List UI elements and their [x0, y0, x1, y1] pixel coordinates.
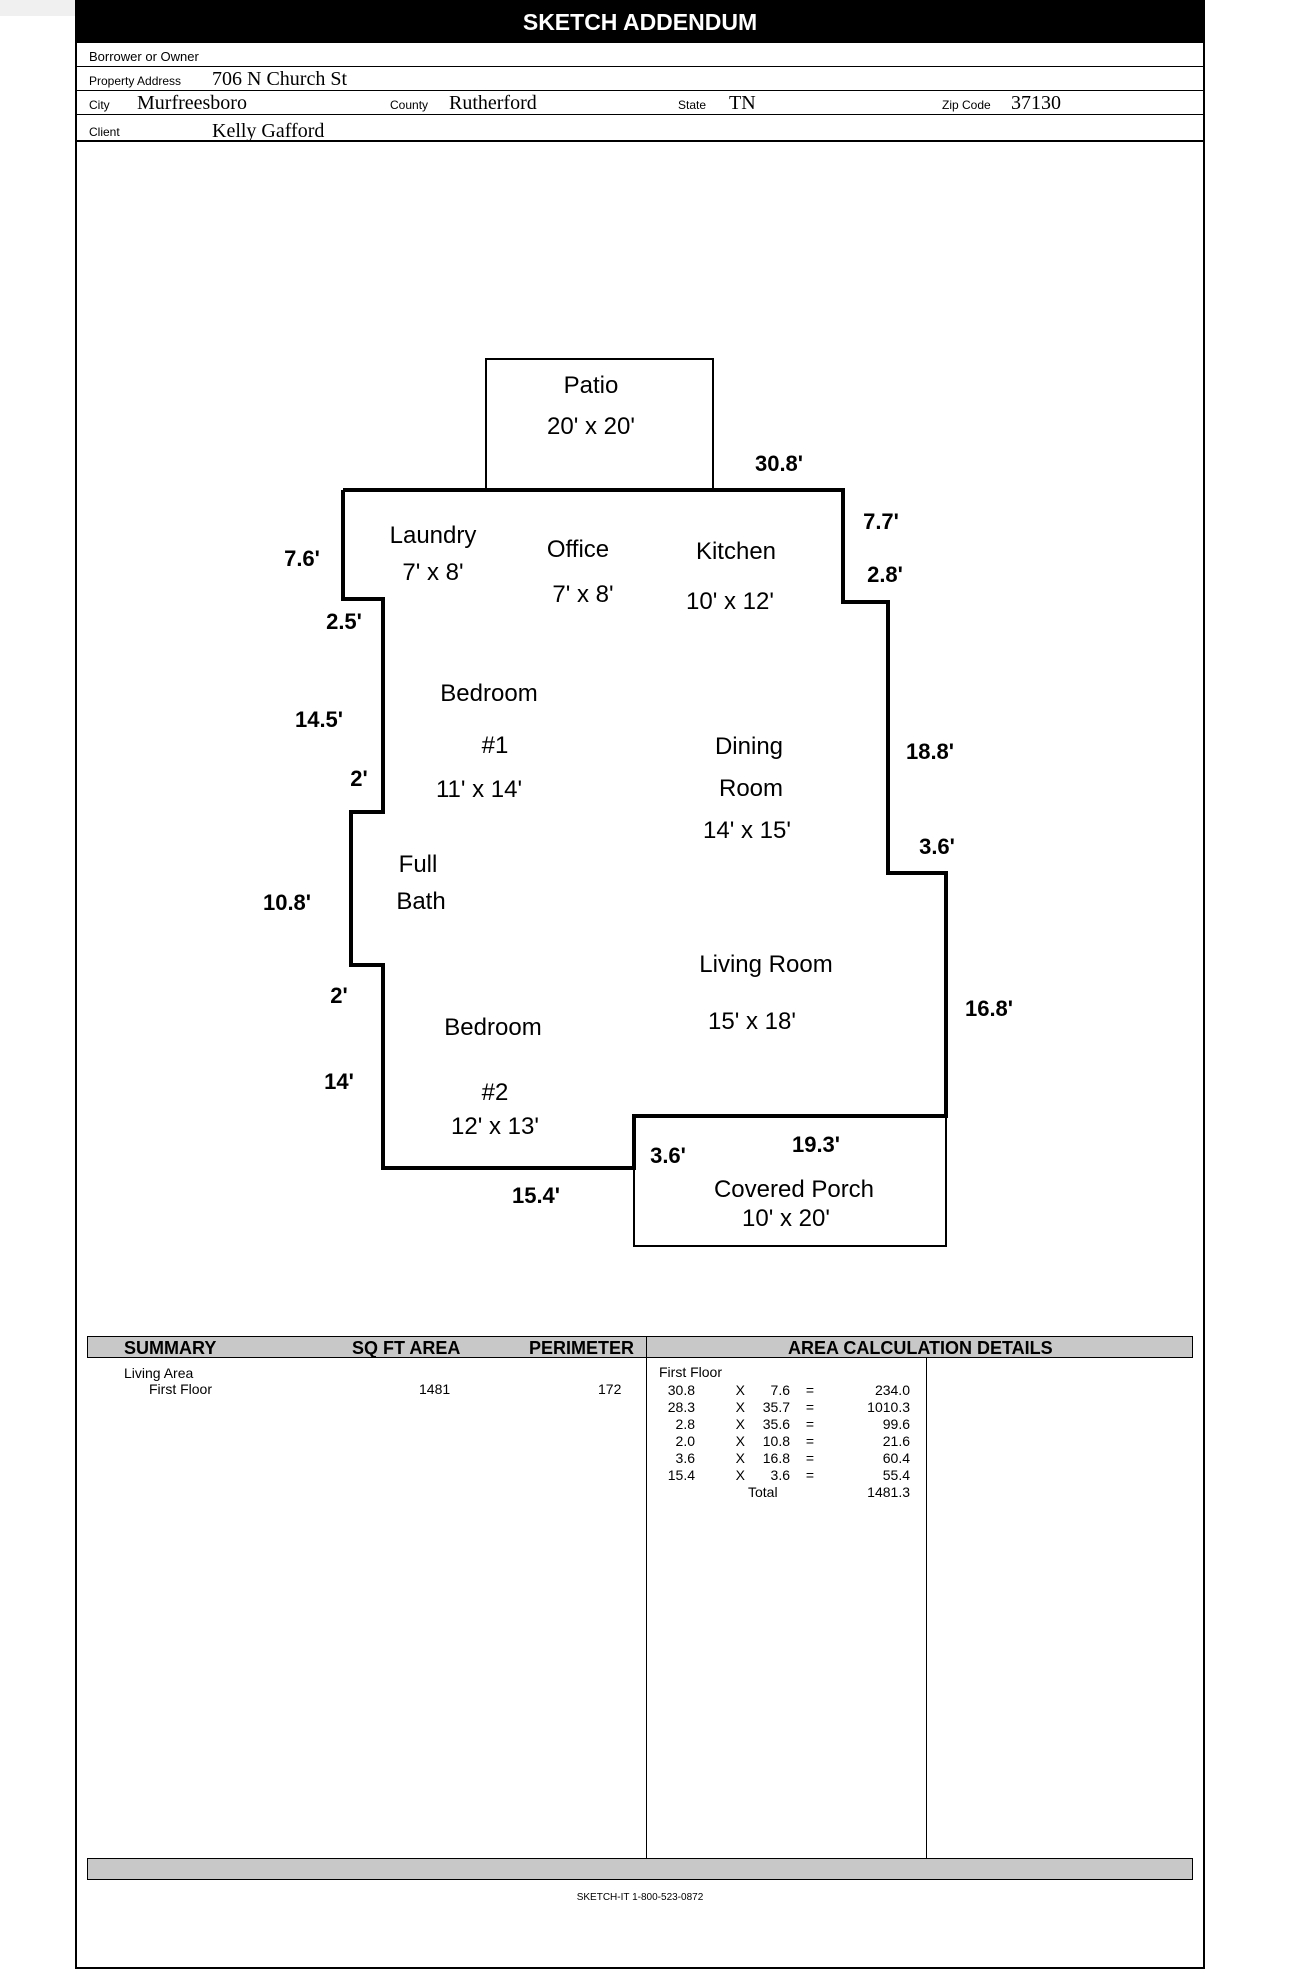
room-office-size: 7' x 8'	[552, 581, 613, 608]
page-title: SKETCH ADDENDUM	[77, 0, 1203, 43]
summary-col-area: SQ FT AREA	[352, 1338, 461, 1358]
header-divider	[77, 140, 1203, 142]
room-dining-size: 14' x 15'	[703, 817, 791, 844]
summary-header-bar: SUMMARY SQ FT AREA PERIMETER AREA CALCUL…	[87, 1336, 1193, 1358]
borrower-row: Borrower or Owner	[77, 43, 1203, 67]
client-value: Kelly Gafford	[212, 120, 325, 142]
client-row: Client Kelly Gafford	[77, 115, 1203, 142]
calc-total-value: 1481.3	[867, 1484, 910, 1500]
house-outline	[341, 488, 948, 1170]
address-row: Property Address 706 N Church St	[77, 67, 1203, 91]
summary-divider-2	[926, 1358, 927, 1859]
address-value: 706 N Church St	[212, 68, 347, 90]
summary-bottom-bar	[87, 1858, 1193, 1880]
city-value: Murfreesboro	[137, 92, 247, 114]
summary-living-area: Living Area	[124, 1365, 194, 1381]
room-porch: Covered Porch	[714, 1176, 874, 1203]
dim-left-top: 7.6'	[284, 546, 320, 571]
address-label: Property Address	[89, 74, 182, 88]
zip-value: 37130	[1011, 92, 1061, 114]
room-bath-1: Full	[399, 851, 438, 878]
room-bedroom2-size: 12' x 13'	[451, 1113, 539, 1140]
state-label: State	[678, 98, 707, 112]
room-living: Living Room	[699, 951, 832, 978]
county-label: County	[390, 98, 429, 112]
dim-right-step2: 3.6'	[919, 834, 955, 859]
details-heading: First Floor	[659, 1364, 722, 1380]
room-living-size: 15' x 18'	[708, 1008, 796, 1035]
room-bedroom2: Bedroom	[444, 1014, 541, 1041]
summary-perimeter-value: 172	[598, 1381, 622, 1397]
summary-section: SUMMARY SQ FT AREA PERIMETER AREA CALCUL…	[75, 0, 1205, 1969]
room-laundry: Laundry	[390, 522, 477, 549]
city-row: City Murfreesboro County Rutherford Stat…	[77, 91, 1203, 115]
room-laundry-size: 7' x 8'	[402, 559, 463, 586]
city-label: City	[89, 98, 110, 112]
summary-col-summary: SUMMARY	[124, 1338, 217, 1358]
room-patio-size: 20' x 20'	[547, 413, 635, 440]
borrower-label: Borrower or Owner	[89, 49, 199, 64]
dim-right-step: 2.8'	[867, 562, 903, 587]
dim-left-step2: 2'	[330, 983, 347, 1008]
room-porch-size: 10' x 20'	[742, 1205, 830, 1232]
dim-right-mid: 18.8'	[906, 739, 954, 764]
client-label: Client	[89, 125, 120, 139]
dim-bottom-right: 19.3'	[792, 1132, 840, 1157]
dim-left-upper: 14.5'	[295, 707, 343, 732]
summary-divider-1	[646, 1336, 647, 1859]
footer-text: SKETCH-IT 1-800-523-0872	[576, 1892, 704, 1903]
summary-col-details: AREA CALCULATION DETAILS	[788, 1338, 1053, 1358]
room-bedroom1: Bedroom	[440, 680, 537, 707]
dim-left-mid: 10.8'	[263, 890, 311, 915]
dim-bottom-left: 15.4'	[512, 1183, 560, 1208]
summary-first-floor: First Floor	[149, 1381, 212, 1397]
county-value: Rutherford	[449, 92, 537, 114]
room-patio: Patio	[564, 372, 619, 399]
room-office: Office	[547, 536, 609, 563]
dim-left-step0: 2.5'	[326, 609, 362, 634]
dim-right-top: 7.7'	[863, 509, 899, 534]
summary-area-value: 1481	[419, 1381, 451, 1397]
room-dining-2: Room	[719, 775, 783, 802]
dim-right-bottom: 16.8'	[965, 996, 1013, 1021]
summary-col-perimeter: PERIMETER	[529, 1338, 635, 1358]
dim-bottom-step: 3.6'	[650, 1143, 686, 1168]
room-kitchen-size: 10' x 12'	[686, 588, 774, 615]
room-bedroom1-size: 11' x 14'	[436, 776, 522, 803]
dim-left-step1: 2'	[350, 766, 367, 791]
room-kitchen: Kitchen	[696, 538, 776, 565]
calc-total-label: Total	[748, 1484, 778, 1500]
room-bath-2: Bath	[396, 888, 445, 915]
zip-label: Zip Code	[942, 98, 991, 112]
room-bedroom2-num: #2	[482, 1079, 509, 1106]
state-value: TN	[729, 92, 756, 114]
room-bedroom1-num: #1	[482, 732, 509, 759]
sketch-addendum-page: SKETCH ADDENDUM Borrower or Owner Proper…	[75, 0, 1205, 1969]
dim-left-bottom: 14'	[324, 1069, 354, 1094]
room-dining-1: Dining	[715, 733, 783, 760]
dim-top: 30.8'	[755, 451, 803, 476]
